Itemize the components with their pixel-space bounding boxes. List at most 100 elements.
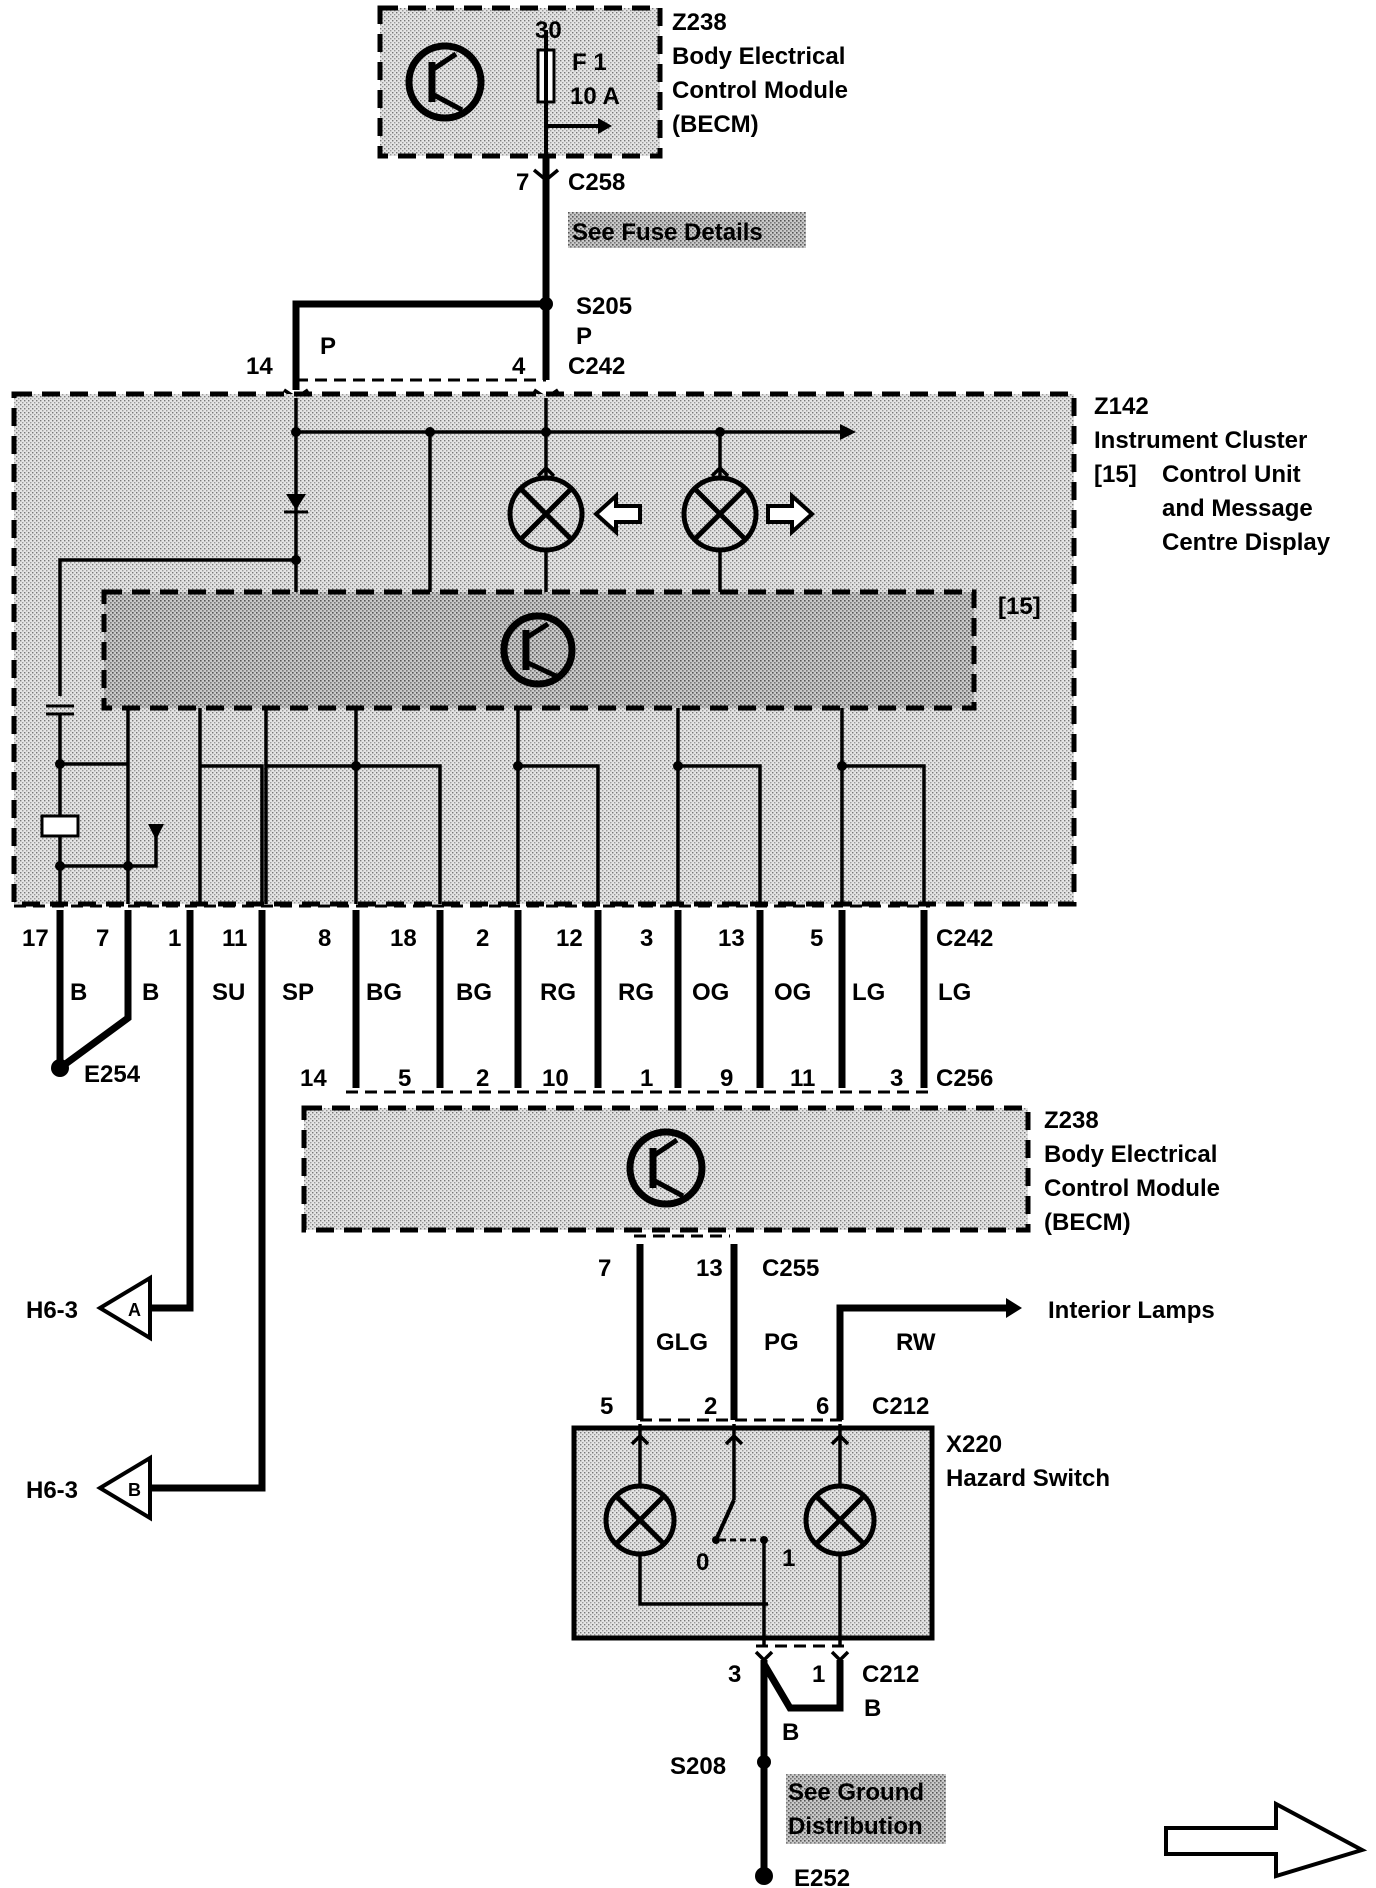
wire-color-label: LG (938, 979, 971, 1006)
c242-pin: 1 (168, 925, 181, 952)
transistor-icon (626, 1128, 706, 1208)
e252-label: E252 (794, 1865, 850, 1888)
c242-pin: 18 (390, 925, 417, 952)
h6-connector-a: A H6-3 (26, 1274, 152, 1342)
next-page-arrow-icon[interactable] (1164, 1800, 1368, 1879)
cluster-ref: [15] (1094, 461, 1137, 488)
fuse-name: F 1 (572, 49, 607, 76)
becm-mid-id: Z238 (1044, 1107, 1099, 1134)
switch-icon (712, 1424, 768, 1646)
c242-pin: 3 (640, 925, 653, 952)
c242-pin: 8 (318, 925, 331, 952)
c242-pin: 2 (476, 925, 489, 952)
c212-bottom-pin-right: 1 (812, 1661, 825, 1688)
ground-wire-color: B (782, 1719, 799, 1746)
transistor-icon (500, 612, 576, 688)
c258-pin: 7 (516, 169, 529, 196)
cluster-name-1: Instrument Cluster (1094, 427, 1307, 454)
e252-ground-dot (755, 1867, 773, 1885)
hazard-switch-module: X220 Hazard Switch 0 1 (571, 1424, 1110, 1646)
e254-ground-dot (51, 1059, 69, 1077)
s208-splice-dot (757, 1755, 771, 1769)
switch-pos-1: 1 (782, 1545, 795, 1572)
c242-pin: 17 (22, 925, 49, 952)
c258-connector: C258 (568, 169, 625, 196)
c255-pin-left: 7 (598, 1255, 611, 1282)
wire-color-label: RG (618, 979, 654, 1006)
resistor-icon (40, 814, 80, 838)
fuse-icon (536, 30, 612, 156)
c242-pin: 7 (96, 925, 109, 952)
c256-pin: 14 (300, 1065, 327, 1092)
wire-color-label: B (142, 979, 159, 1006)
c255-color-2: RW (896, 1329, 936, 1356)
ground-section: 3 1 C212 B B S208 See Ground Distributio… (670, 1644, 946, 1888)
wire-color-label: LG (852, 979, 885, 1006)
c255-pin-right: 13 (696, 1255, 723, 1282)
c256-pin: 5 (398, 1065, 411, 1092)
c256-pin: 3 (890, 1065, 903, 1092)
s205-color: P (576, 323, 592, 350)
c242-top-connector: C242 (568, 353, 625, 380)
c256-pin: 11 (790, 1065, 815, 1092)
inner-ref: [15] (998, 593, 1041, 620)
c256-pin: 9 (720, 1065, 733, 1092)
c256-pin: 10 (542, 1065, 569, 1092)
lamp-icon (507, 432, 585, 592)
c212-bottom-color: B (864, 1695, 881, 1722)
h6-b-letter: B (128, 1480, 141, 1500)
c255-color-0: GLG (656, 1329, 708, 1356)
c242-pin: 13 (718, 925, 745, 952)
interior-lamps-label: Interior Lamps (1048, 1297, 1215, 1324)
c212-bottom-pin-left: 3 (728, 1661, 741, 1688)
c212-top-connector: C212 (872, 1393, 929, 1420)
wire-color-label: BG (456, 979, 492, 1006)
instrument-cluster-module: Z142 Instrument Cluster [15] Control Uni… (11, 391, 1331, 907)
h6-a-ref: H6-3 (26, 1297, 78, 1324)
becm-mid-name-2: Control Module (1044, 1175, 1220, 1202)
fuse-details-note: See Fuse Details (572, 219, 763, 246)
lamp-icon (681, 432, 759, 592)
wire-color-label: RG (540, 979, 576, 1006)
feed-wire: 7 C258 See Fuse Details S205 P P 14 4 C2… (246, 156, 806, 401)
c256-pin: 1 (640, 1065, 653, 1092)
h6-connector-b: B H6-3 (26, 1454, 152, 1522)
c242-top-pin-left: 14 (246, 353, 273, 380)
h6-b-ref: H6-3 (26, 1477, 78, 1504)
transistor-icon (405, 42, 485, 122)
h6-a-letter: A (128, 1300, 141, 1320)
lamp-icon (603, 1424, 768, 1606)
becm-top-module: 30 F 1 10 A Z238 Body Electrical Control… (377, 5, 848, 159)
cluster-name-3: and Message (1162, 495, 1313, 522)
c212-top-pin-1: 2 (704, 1393, 717, 1420)
wire-color-label: OG (774, 979, 811, 1006)
c256-pin: 2 (476, 1065, 489, 1092)
c242-connector: C242 (936, 925, 993, 952)
c255-color-1: PG (764, 1329, 799, 1356)
s205-label: S205 (576, 293, 632, 320)
becm-mid-name-1: Body Electrical (1044, 1141, 1217, 1168)
c212-top-pin-0: 5 (600, 1393, 613, 1420)
wire-color-label: B (70, 979, 87, 1006)
switch-pos-0: 0 (696, 1549, 709, 1576)
cluster-name-2: Control Unit (1162, 461, 1301, 488)
becm-top-name-2: Control Module (672, 77, 848, 104)
c256-connector: C256 (936, 1065, 993, 1092)
c212-bottom-connector: C212 (862, 1661, 919, 1688)
wire-color-label: SP (282, 979, 314, 1006)
ground-note-2: Distribution (788, 1813, 923, 1840)
becm-top-name-1: Body Electrical (672, 43, 845, 70)
hazard-id: X220 (946, 1431, 1002, 1458)
arrow-right-icon (766, 491, 815, 537)
lamp-icon (803, 1424, 877, 1646)
becm-mid-name-3: (BECM) (1044, 1209, 1131, 1236)
e254-label: E254 (84, 1061, 141, 1088)
arrow-right-icon (840, 424, 856, 440)
s208-label: S208 (670, 1753, 726, 1780)
harness-wires: E254 (51, 910, 928, 1492)
wire-color-label: SU (212, 979, 245, 1006)
c242-pin: 5 (810, 925, 823, 952)
